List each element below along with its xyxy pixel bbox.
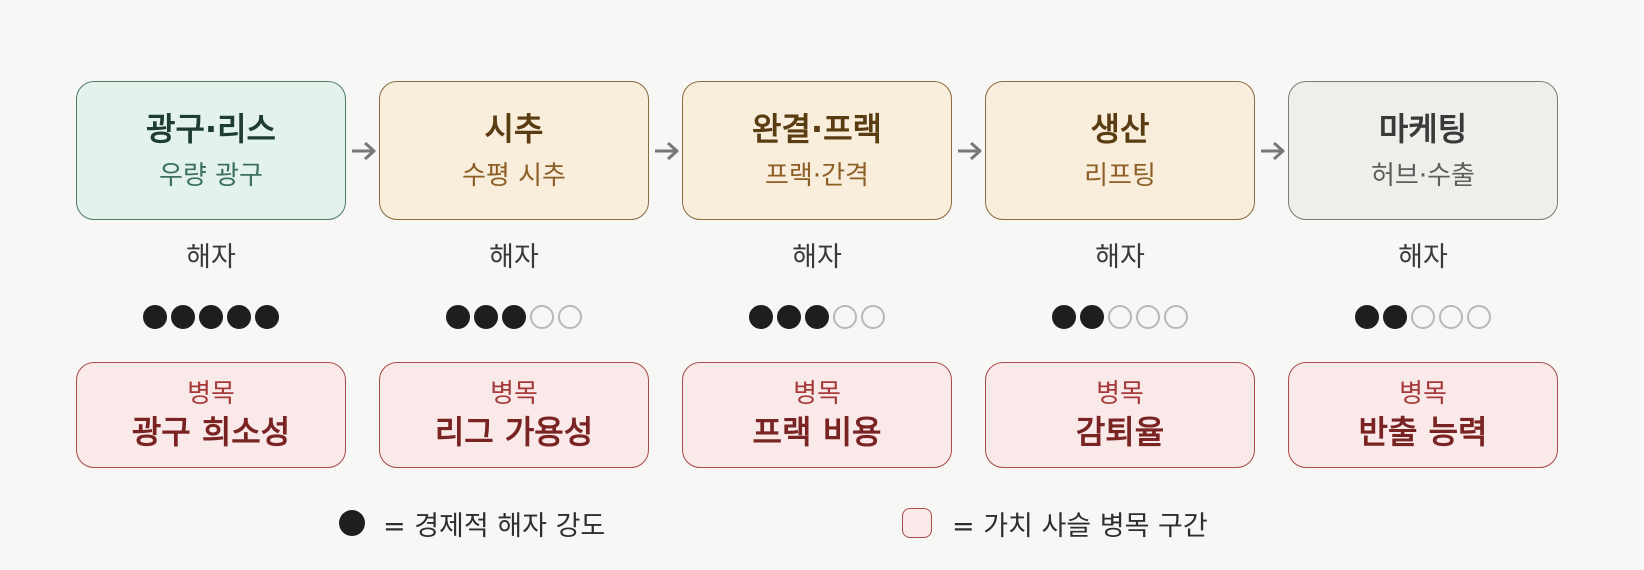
moat-label: 해자 — [792, 242, 842, 273]
bottleneck-label: 병목 — [490, 379, 538, 409]
filled-dot-icon — [1355, 305, 1379, 329]
bottleneck-value: 감퇴율 — [1075, 413, 1165, 451]
empty-dot-icon — [1411, 305, 1435, 329]
empty-dot-icon — [1164, 305, 1188, 329]
filled-dot-icon — [749, 305, 773, 329]
stage-subtitle: 리프팅 — [1084, 160, 1156, 191]
empty-dot-icon — [1136, 305, 1160, 329]
empty-dot-icon — [861, 305, 885, 329]
stage-box-marketing: 마케팅 허브·수출 — [1288, 81, 1558, 220]
stage-subtitle: 프랙·간격 — [765, 160, 869, 191]
stage-title: 생산 — [1090, 109, 1150, 148]
bottleneck-box-marketing: 병목 반출 능력 — [1288, 362, 1558, 468]
arrow-right-icon — [1261, 141, 1285, 161]
stage-title: 마케팅 — [1378, 109, 1468, 148]
filled-dot-icon — [143, 305, 167, 329]
moat-label: 해자 — [1095, 242, 1145, 273]
stage-box-completion: 완결·프랙 프랙·간격 — [682, 81, 952, 220]
moat-label: 해자 — [186, 242, 236, 273]
filled-dot-icon — [805, 305, 829, 329]
filled-dot-icon — [446, 305, 470, 329]
filled-dot-icon — [502, 305, 526, 329]
empty-dot-icon — [1108, 305, 1132, 329]
bottleneck-swatch-icon — [902, 508, 932, 538]
bottleneck-value: 광구 희소성 — [131, 413, 291, 451]
stage-title: 완결·프랙 — [752, 109, 882, 148]
stage-title: 시추 — [484, 109, 544, 148]
legend-bottleneck-text: = 가치 사슬 병목 구간 — [952, 510, 1208, 542]
stage-subtitle: 우량 광구 — [159, 160, 263, 191]
filled-dot-icon — [255, 305, 279, 329]
filled-dot-icon — [199, 305, 223, 329]
empty-dot-icon — [1467, 305, 1491, 329]
filled-dot-icon — [339, 510, 365, 536]
bottleneck-value: 반출 능력 — [1358, 413, 1488, 451]
stage-title: 광구·리스 — [146, 109, 276, 148]
bottleneck-box-production: 병목 감퇴율 — [985, 362, 1255, 468]
legend-bottleneck: = 가치 사슬 병목 구간 — [902, 503, 1208, 543]
bottleneck-box-completion: 병목 프랙 비용 — [682, 362, 952, 468]
stage-box-production: 생산 리프팅 — [985, 81, 1255, 220]
bottleneck-label: 병목 — [1399, 379, 1447, 409]
filled-dot-icon — [1080, 305, 1104, 329]
moat-label: 해자 — [489, 242, 539, 273]
bottleneck-value: 리그 가용성 — [434, 413, 594, 451]
bottleneck-value: 프랙 비용 — [752, 413, 882, 451]
empty-dot-icon — [530, 305, 554, 329]
filled-dot-icon — [171, 305, 195, 329]
moat-strength-dots — [76, 305, 346, 331]
moat-strength-dots — [985, 305, 1255, 331]
moat-strength-dots — [379, 305, 649, 331]
filled-dot-icon — [1052, 305, 1076, 329]
bottleneck-label: 병목 — [1096, 379, 1144, 409]
bottleneck-label: 병목 — [793, 379, 841, 409]
legend-moat-text: = 경제적 해자 강도 — [383, 510, 606, 542]
moat-label: 해자 — [1398, 242, 1448, 273]
arrow-right-icon — [958, 141, 982, 161]
bottleneck-label: 병목 — [187, 379, 235, 409]
filled-dot-icon — [777, 305, 801, 329]
arrow-right-icon — [655, 141, 679, 161]
moat-strength-dots — [682, 305, 952, 331]
arrow-right-icon — [352, 141, 376, 161]
legend-moat: = 경제적 해자 강도 — [339, 503, 605, 543]
stage-box-leasing: 광구·리스 우량 광구 — [76, 81, 346, 220]
moat-strength-dots — [1288, 305, 1558, 331]
filled-dot-icon — [227, 305, 251, 329]
empty-dot-icon — [1439, 305, 1463, 329]
filled-dot-icon — [1383, 305, 1407, 329]
stage-subtitle: 허브·수출 — [1371, 160, 1475, 191]
filled-dot-icon — [474, 305, 498, 329]
stage-subtitle: 수평 시추 — [462, 160, 566, 191]
stage-box-drilling: 시추 수평 시추 — [379, 81, 649, 220]
bottleneck-box-drilling: 병목 리그 가용성 — [379, 362, 649, 468]
empty-dot-icon — [558, 305, 582, 329]
empty-dot-icon — [833, 305, 857, 329]
bottleneck-box-leasing: 병목 광구 희소성 — [76, 362, 346, 468]
